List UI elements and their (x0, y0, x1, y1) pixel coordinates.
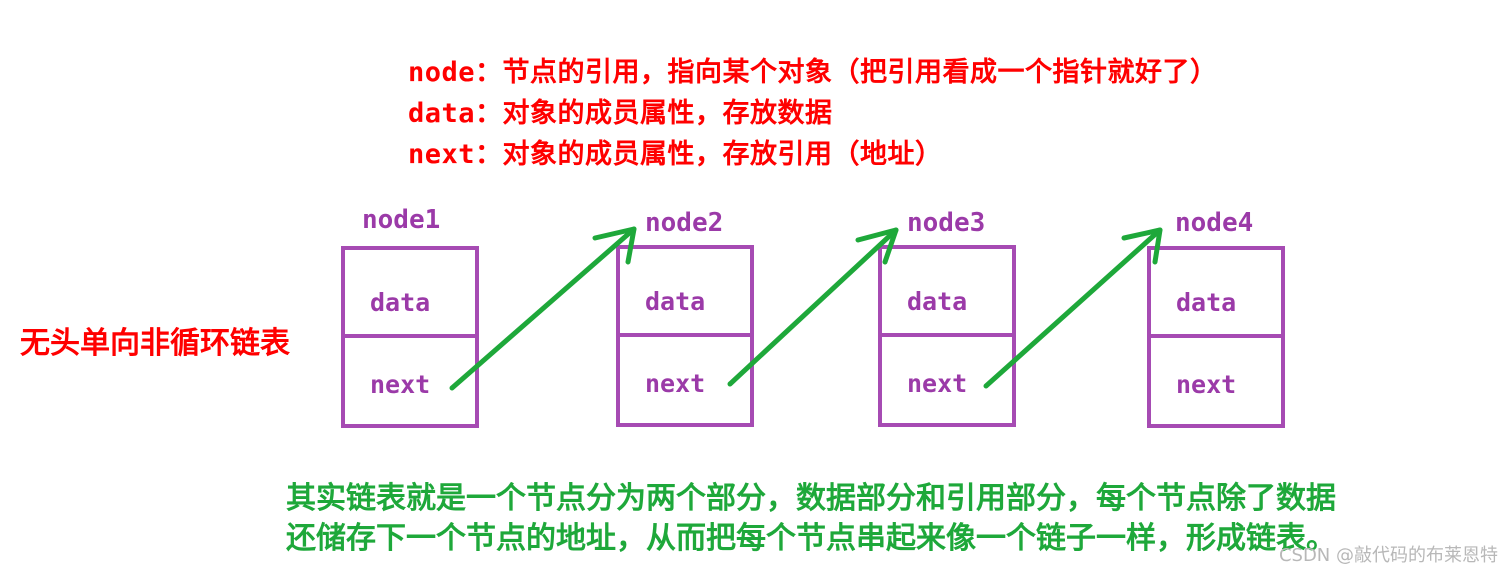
node3-label: node3 (907, 208, 986, 238)
node1-next-field: next (370, 370, 431, 399)
node1-label: node1 (362, 205, 441, 235)
node2-box: data next (616, 245, 754, 427)
node3-next-field: next (907, 369, 968, 398)
arrow-node3-to-node4 (983, 227, 1163, 389)
summary-line-2: 还储存下一个节点的地址，从而把每个节点串起来像一个链子一样，形成链表。 (286, 521, 1336, 556)
node4-divider (1147, 334, 1285, 338)
node4-label: node4 (1175, 208, 1254, 238)
node3-box: data next (878, 245, 1016, 427)
node2-next-field: next (645, 369, 706, 398)
arrow-node2-to-node3 (727, 227, 899, 387)
node4-data-field: data (1176, 288, 1237, 317)
node1-box: data next (341, 246, 479, 428)
node1-divider (341, 334, 479, 338)
watermark: CSDN @敲代码的布莱恩特 (1278, 545, 1498, 566)
node4-next-field: next (1176, 370, 1237, 399)
node1-data-field: data (370, 288, 431, 317)
node2-divider (616, 333, 754, 337)
node3-data-field: data (907, 287, 968, 316)
node3-divider (878, 333, 1016, 337)
diagram-title: 无头单向非循环链表 (20, 326, 290, 361)
node2-label: node2 (645, 208, 724, 238)
legend-node-definition: node：节点的引用，指向某个对象（把引用看成一个指针就好了） (408, 57, 1218, 88)
arrow-node1-to-node2 (449, 226, 637, 391)
summary-line-1: 其实链表就是一个节点分为两个部分，数据部分和引用部分，每个节点除了数据 (286, 481, 1336, 516)
legend-next-definition: next：对象的成员属性，存放引用（地址） (408, 139, 943, 170)
node4-box: data next (1147, 246, 1285, 428)
legend-data-definition: data：对象的成员属性，存放数据 (408, 98, 833, 129)
node2-data-field: data (645, 287, 706, 316)
